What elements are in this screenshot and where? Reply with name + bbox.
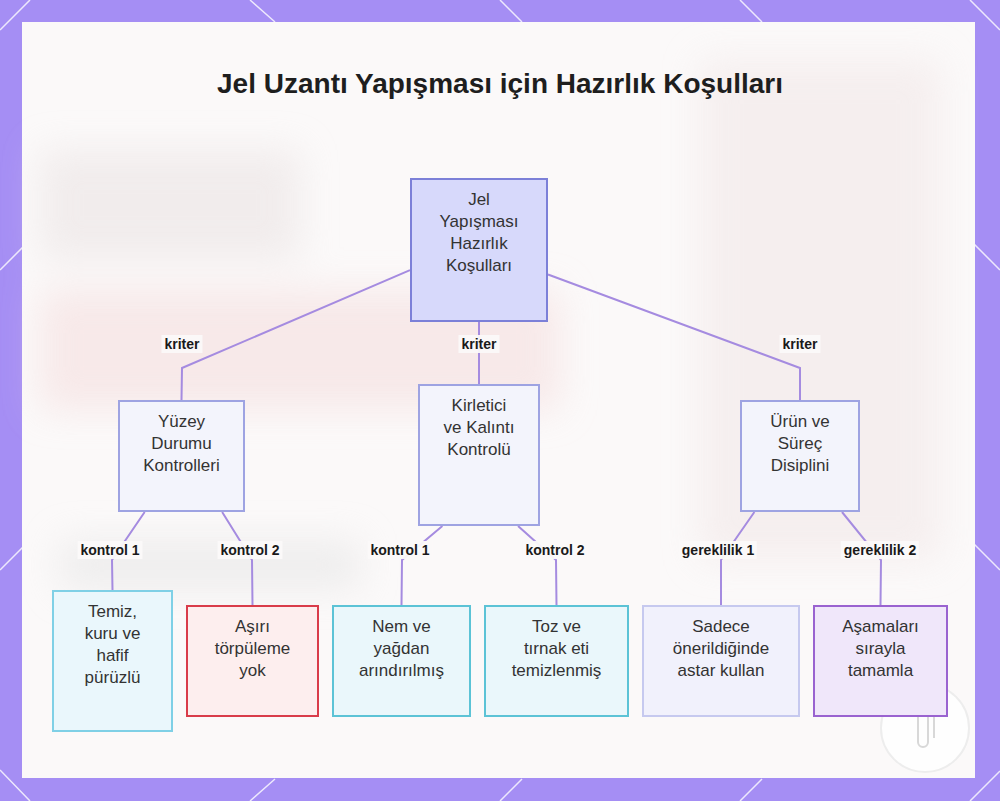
node-text: Nem ve yağdan arındırılmış bbox=[352, 616, 452, 682]
node-text: Ürün ve Süreç Disiplini bbox=[755, 411, 845, 477]
node-text: Kirletici ve Kalıntı Kontrolü bbox=[442, 395, 517, 461]
root-box: Jel Yapışması Hazırlık Koşulları bbox=[410, 178, 548, 322]
background-photo bbox=[40, 60, 940, 590]
criterion-box: Yüzey Durumu Kontrolleri bbox=[118, 400, 245, 512]
node-text: Temiz, kuru ve hafif pürüzlü bbox=[73, 601, 153, 689]
edge-label: kontrol 1 bbox=[367, 541, 432, 559]
criterion-box: Ürün ve Süreç Disiplini bbox=[740, 400, 860, 512]
connector bbox=[548, 274, 800, 400]
connector bbox=[478, 322, 480, 384]
connector bbox=[402, 526, 443, 605]
check-box: Temiz, kuru ve hafif pürüzlü bbox=[52, 590, 173, 732]
connector bbox=[518, 526, 556, 605]
edge-label: kriter bbox=[779, 335, 820, 353]
diagram-title: Jel Uzantı Yapışması için Hazırlık Koşul… bbox=[150, 64, 850, 104]
criterion-box: Kirletici ve Kalıntı Kontrolü bbox=[418, 384, 540, 526]
node-text: Aşamaları sırayla tamamla bbox=[833, 616, 928, 682]
node-text: Yüzey Durumu Kontrolleri bbox=[134, 411, 229, 477]
node-text: Jel Yapışması Hazırlık Koşulları bbox=[434, 189, 524, 277]
check-box: Nem ve yağdan arındırılmış bbox=[332, 605, 471, 717]
requirement-box: Aşamaları sırayla tamamla bbox=[813, 605, 948, 717]
panel bbox=[22, 22, 975, 778]
edge-label: kontrol 2 bbox=[522, 541, 587, 559]
node-text: Aşırı törpüleme yok bbox=[208, 616, 298, 682]
edge-label: kriter bbox=[161, 335, 202, 353]
edge-label: kontrol 1 bbox=[77, 541, 142, 559]
requirement-box: Sadece önerildiğinde astar kullan bbox=[642, 605, 800, 717]
edge-label: kriter bbox=[458, 335, 499, 353]
edge-label: gereklilik 2 bbox=[841, 541, 919, 559]
edge-label: gereklilik 1 bbox=[679, 541, 757, 559]
check-box: Toz ve tırnak eti temizlenmiş bbox=[484, 605, 629, 717]
node-text: Sadece önerildiğinde astar kullan bbox=[669, 616, 774, 682]
connector bbox=[182, 270, 411, 400]
check-box: Aşırı törpüleme yok bbox=[186, 605, 319, 717]
node-text: Toz ve tırnak eti temizlenmiş bbox=[509, 616, 604, 682]
edge-label: kontrol 2 bbox=[217, 541, 282, 559]
